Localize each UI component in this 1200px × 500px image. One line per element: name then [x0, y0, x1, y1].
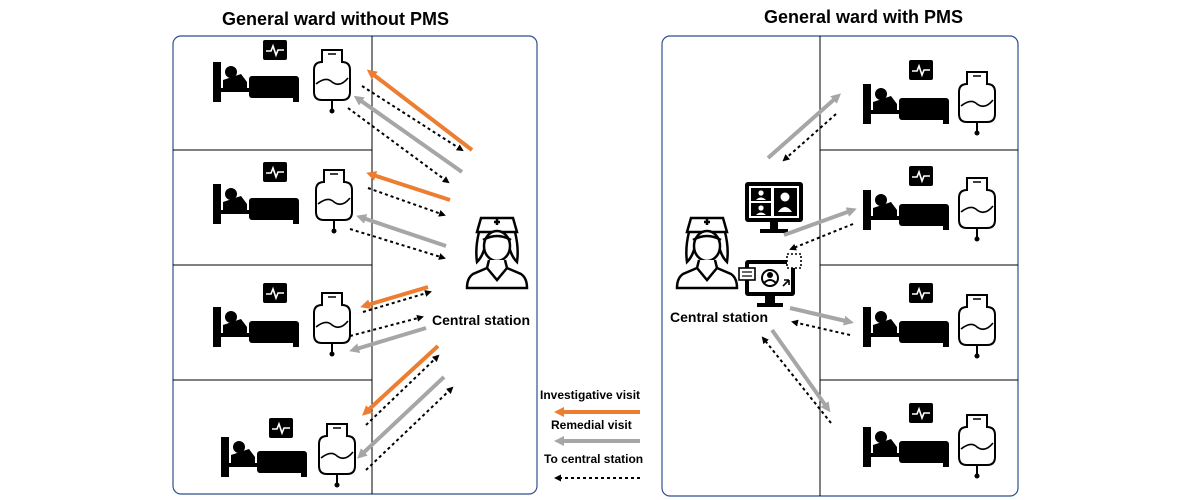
left-room-3 — [213, 282, 351, 358]
heart-monitor-icon — [262, 161, 288, 183]
left-room-2 — [213, 161, 353, 235]
to-station-arrow — [349, 314, 424, 337]
to-station-arrow — [367, 187, 446, 217]
left-room-1 — [213, 39, 351, 115]
iv-bag-icon — [958, 71, 996, 137]
heart-monitor-icon — [908, 165, 934, 187]
heart-monitor-icon — [908, 282, 934, 304]
heart-monitor-icon — [908, 59, 934, 81]
iv-bag-icon — [315, 169, 353, 235]
video-call-monitor-icon — [745, 182, 803, 233]
right-room-2 — [863, 165, 996, 243]
left-panel-title: General ward without PMS — [222, 9, 450, 29]
nurse-icon — [465, 216, 529, 290]
remedial-arrow — [783, 207, 857, 237]
heart-monitor-icon — [908, 402, 934, 424]
legend — [554, 407, 640, 482]
to-station-arrow — [791, 319, 851, 336]
left-panel — [172, 35, 538, 495]
bed-icon — [863, 190, 949, 230]
right-ward-frame — [661, 35, 1019, 497]
iv-bag-icon — [318, 423, 356, 489]
right-panel — [661, 35, 1019, 497]
right-room-1 — [863, 59, 996, 137]
legend-to-station-label: To central station — [544, 452, 644, 466]
to-station-arrow — [789, 223, 854, 251]
bed-icon — [863, 307, 949, 347]
to-station-arrow — [761, 336, 832, 424]
to-station-arrow — [347, 107, 450, 184]
remedial-arrow — [356, 214, 447, 248]
remote-monitor-icon — [738, 253, 802, 307]
remedial-arrow — [789, 306, 854, 326]
investigative-arrow — [366, 171, 451, 202]
remedial-arrow — [766, 93, 841, 160]
bed-icon — [213, 184, 299, 224]
remedial-arrow — [353, 95, 464, 174]
investigative-arrow — [360, 285, 429, 310]
legend-remedial-label: Remedial visit — [551, 418, 632, 432]
bed-icon — [221, 437, 307, 477]
nurse-icon — [675, 216, 739, 290]
right-central-station-label: Central station — [670, 309, 769, 325]
bed-icon — [863, 84, 949, 124]
left-room-4 — [221, 417, 356, 489]
remedial-arrow — [349, 326, 427, 354]
bed-icon — [213, 62, 299, 102]
to-station-arrow — [365, 354, 440, 426]
iv-bag-icon — [313, 292, 351, 358]
heart-monitor-icon — [262, 282, 288, 304]
right-panel-title: General ward with PMS — [764, 7, 964, 27]
legend-investigative-label: Investigative visit — [540, 388, 641, 402]
heart-monitor-icon — [268, 417, 294, 439]
remedial-arrow — [770, 328, 831, 413]
iv-bag-icon — [313, 49, 351, 115]
to-station-arrow — [365, 386, 454, 471]
iv-bag-icon — [958, 414, 996, 480]
bed-icon — [863, 427, 949, 467]
investigative-arrow — [362, 344, 440, 416]
right-room-4 — [863, 402, 996, 480]
heart-monitor-icon — [262, 39, 288, 61]
bed-icon — [213, 307, 299, 347]
right-room-3 — [863, 282, 996, 360]
remedial-arrow — [357, 375, 446, 459]
left-central-station-label: Central station — [432, 312, 531, 328]
to-station-arrow — [349, 228, 446, 260]
investigative-arrow — [366, 69, 474, 152]
iv-bag-icon — [958, 177, 996, 243]
iv-bag-icon — [958, 294, 996, 360]
to-station-arrow — [361, 85, 464, 152]
